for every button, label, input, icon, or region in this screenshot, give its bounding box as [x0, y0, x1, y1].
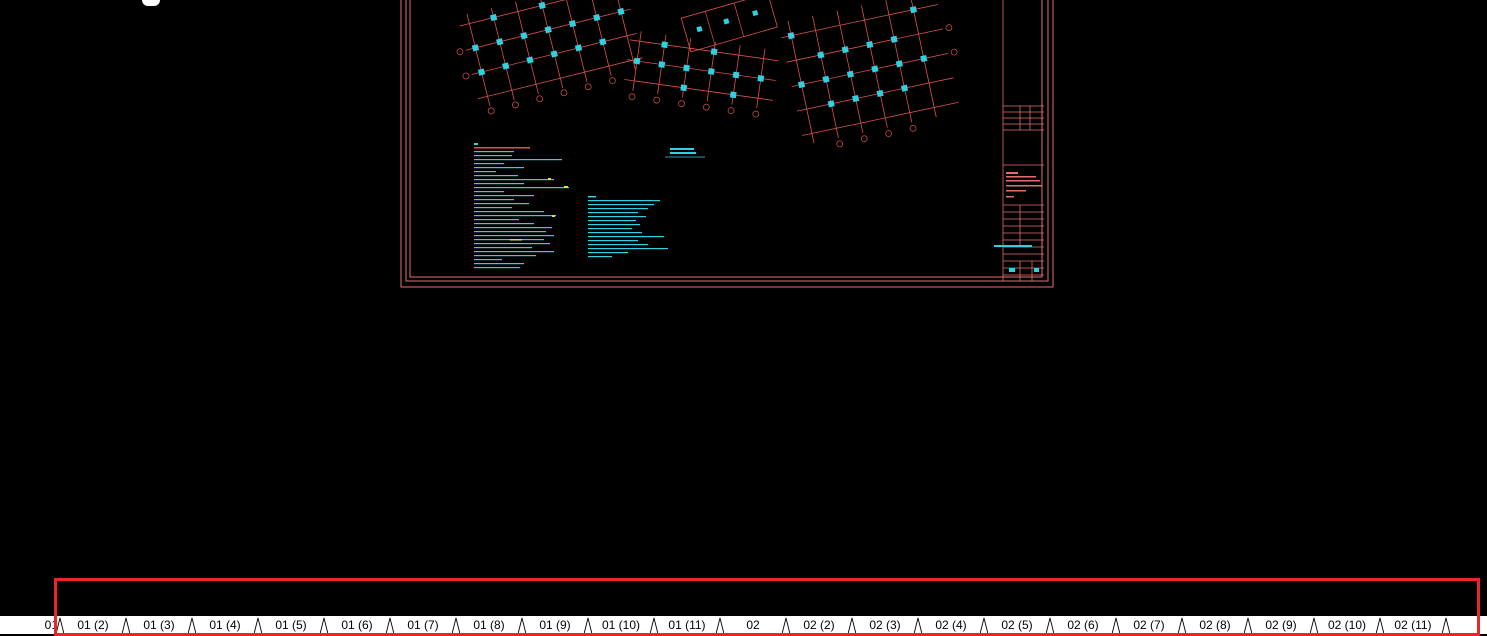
layout-tab[interactable]: 01 (5) — [258, 616, 328, 634]
floor-plan-right-wing — [781, 0, 959, 148]
layout-tab[interactable]: 01 (7) — [390, 616, 460, 634]
layout-tab-label: 01 (6) — [341, 618, 373, 632]
tab-separator-icon — [1244, 617, 1252, 634]
sheet-inner-border — [405, 0, 1049, 282]
layout-tab[interactable]: 01 (8) — [456, 616, 526, 634]
layout-tab[interactable]: 02 (11) — [1380, 616, 1450, 634]
tab-separator-icon — [716, 617, 724, 634]
layout-tab[interactable]: 01 (11) — [654, 616, 724, 634]
tab-separator-icon — [320, 617, 328, 634]
layout-tab-label: 02 (11) — [1394, 618, 1432, 632]
tab-separator-icon — [518, 617, 526, 634]
layout-tab[interactable]: 01 (6) — [324, 616, 394, 634]
tab-separator-icon — [1112, 617, 1120, 634]
layout-tab[interactable]: 02 (10) — [1314, 616, 1384, 634]
layout-tab[interactable]: 02 (9) — [1248, 616, 1318, 634]
layout-tab-label: 01 (4) — [209, 618, 241, 632]
layout-tab[interactable]: 02 (2) — [786, 616, 856, 634]
layout-tab-label: 02 (3) — [869, 618, 901, 632]
layout-tab-label: 01 (3) — [143, 618, 175, 632]
layout-tab-label: 01 (5) — [275, 618, 307, 632]
layout-tab-label: 01 (7) — [407, 618, 439, 632]
general-notes-right — [588, 196, 668, 258]
tab-separator-icon — [1442, 617, 1450, 634]
layout-tab[interactable]: 02 — [720, 616, 790, 634]
layout-tab[interactable]: 01 (10) — [588, 616, 658, 634]
layout-tab[interactable]: 02 (3) — [852, 616, 922, 634]
tab-separator-icon — [386, 617, 394, 634]
tab-separator-icon — [914, 617, 922, 634]
sheet-drawing-border — [409, 0, 1043, 278]
title-block-cyan-marks — [994, 245, 1039, 272]
layout-tab-bar: 01 01 (2) 01 (3) 01 (4) 01 (5) 01 (6) 01 (7) 01… — [0, 616, 1487, 634]
title-block — [1002, 0, 1044, 281]
floor-plan-middle-wing — [624, 31, 779, 118]
drawing-title-mark — [665, 148, 705, 158]
tab-separator-icon — [1046, 617, 1054, 634]
drawing-viewport[interactable] — [0, 0, 1487, 616]
layout-tab[interactable]: 01 (3) — [126, 616, 196, 634]
layout-tab-label: 02 (10) — [1327, 618, 1367, 632]
layout-tab-label: 02 (8) — [1199, 618, 1231, 632]
layout-tab-label: 02 (5) — [1001, 618, 1033, 632]
layout-tab[interactable]: 01 (2) — [60, 616, 130, 634]
title-block-text-marks — [1006, 172, 1042, 198]
layout-tab[interactable]: 02 (6) — [1050, 616, 1120, 634]
tab-separator-icon — [1376, 617, 1384, 634]
layout-tab[interactable]: 02 (4) — [918, 616, 988, 634]
sheet-outer-border — [400, 0, 1054, 288]
layout-tab-label: 02 (7) — [1133, 618, 1165, 632]
layout-tab[interactable]: 02 (8) — [1182, 616, 1252, 634]
layout-tab-label: 02 (6) — [1067, 618, 1099, 632]
tab-separator-icon — [650, 617, 658, 634]
tab-bar-filler — [1446, 616, 1487, 634]
tab-separator-icon — [452, 617, 460, 634]
tab-separator-icon — [254, 617, 262, 634]
layout-tab-label: 01 (10) — [601, 618, 641, 632]
tab-separator-icon — [782, 617, 790, 634]
layout-tab-label: 02 (2) — [803, 618, 835, 632]
layout-tab-label: 01 (9) — [539, 618, 571, 632]
layout-tab-label: 02 — [746, 618, 760, 632]
tab-separator-icon — [1310, 617, 1318, 634]
general-notes-left — [474, 143, 569, 269]
tab-separator-icon — [122, 617, 130, 634]
tab-separator-icon — [56, 617, 64, 634]
layout-tab[interactable]: 02 (7) — [1116, 616, 1186, 634]
layout-tab-label: 01 (8) — [473, 618, 505, 632]
layout-tab-label: 01 (11) — [668, 618, 706, 632]
floor-plan-left-wing — [456, 0, 643, 115]
tab-separator-icon — [848, 617, 856, 634]
layout-tab[interactable]: 01 (4) — [192, 616, 262, 634]
layout-tab[interactable]: 02 (5) — [984, 616, 1054, 634]
cursor-mark — [142, 0, 160, 6]
cad-drawing — [400, 0, 1054, 288]
layout-tab-label: 02 (4) — [935, 618, 967, 632]
layout-tab[interactable]: 01 — [0, 616, 64, 634]
tab-separator-icon — [980, 617, 988, 634]
floor-plan-core — [680, 0, 778, 53]
tab-separator-icon — [188, 617, 196, 634]
layout-tab[interactable]: 01 (9) — [522, 616, 592, 634]
tab-separator-icon — [1178, 617, 1186, 634]
layout-tab-label: 01 (2) — [77, 618, 109, 632]
layout-tab-label: 02 (9) — [1265, 618, 1297, 632]
tab-separator-icon — [584, 617, 592, 634]
